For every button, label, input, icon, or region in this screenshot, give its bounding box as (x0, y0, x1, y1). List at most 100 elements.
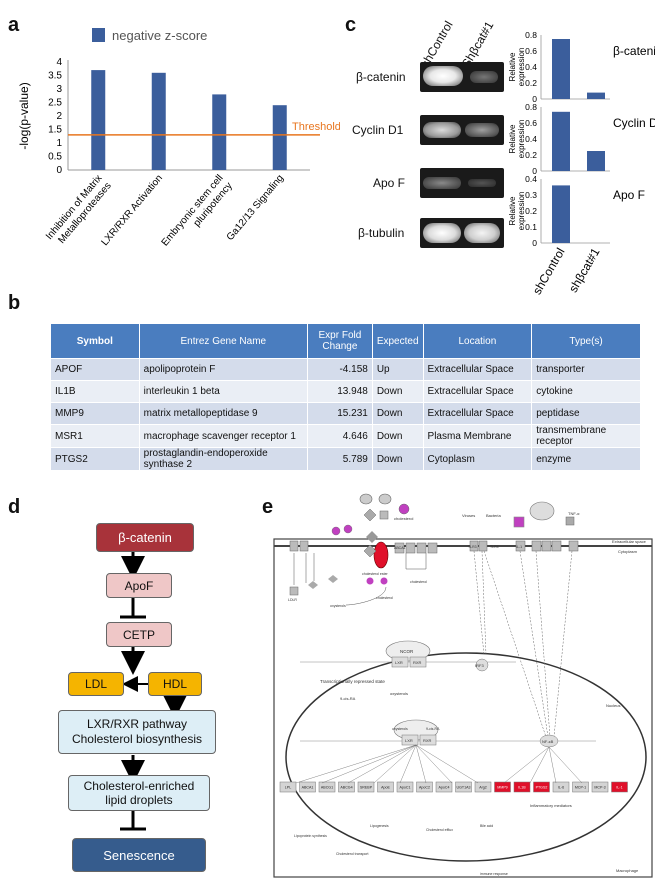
table-cell: Cytoplasm (422, 447, 533, 471)
bar (587, 151, 605, 171)
signaling-lines (473, 550, 573, 738)
target-gene-node (396, 781, 414, 793)
label-tlr4: TLR4 (490, 545, 499, 549)
y-tick-label: 0.4 (525, 134, 537, 144)
table-cell: MSR1 (50, 424, 140, 448)
label-cholesterol-low: cholesterol (410, 580, 427, 584)
target-gene-label: MMP9 (497, 786, 507, 790)
legend-swatch (92, 28, 105, 42)
panel-letter-c: c (345, 14, 357, 36)
y-tick-label: 1.5 (48, 125, 62, 136)
target-gene-label: ApoC1 (400, 786, 411, 790)
label-oxysterols-act: oxysterols (392, 727, 408, 731)
node-lxr-pathway: LXR/RXR pathway Cholesterol biosynthesis (58, 710, 216, 754)
y-axis-label: Relativeexpression (508, 120, 526, 159)
table-cell: Extracellular Space (422, 402, 533, 425)
target-gene-node (494, 781, 511, 793)
target-gene-label: MCP-3 (594, 786, 605, 790)
label-lipogenesis: Lipogenesis (370, 824, 389, 828)
bar (91, 70, 106, 170)
threshold-label: Threshold (292, 121, 340, 133)
bar (587, 92, 605, 99)
y-axis-label: -log(p-value) (17, 82, 31, 149)
panel-letter-e: e (262, 496, 274, 518)
activator-complex: LXR RXR oxysterols 9-cis-RA NF-κB (300, 719, 596, 748)
header-fold: Expr Fold Change (307, 323, 373, 359)
panel-letter-d: d (8, 496, 21, 518)
flow-connectors (120, 552, 187, 831)
table-cell: Down (371, 402, 424, 425)
blot-label-apof: Apo F (373, 176, 406, 190)
label-oxysterols-cyto: oxysterols (330, 604, 346, 608)
y-tick-label: 0.1 (525, 222, 537, 232)
y-axis-label: Relativeexpression (508, 48, 526, 87)
label-repressed: Transcriptionally repressed state (320, 679, 385, 684)
target-gene-node (435, 781, 453, 793)
label-lxr-active: LXR (405, 738, 413, 743)
bar (151, 72, 166, 170)
target-gene-label: UGT1A3 (457, 786, 471, 790)
y-tick-label: 0.6 (525, 118, 537, 128)
target-gene-node (455, 781, 472, 793)
label-rxr-active: RXR (423, 738, 432, 743)
cell-frame (273, 538, 653, 878)
node-ldl: LDL (68, 672, 124, 696)
chart-title: β-catenin (613, 44, 655, 58)
target-gene-label: ABCG4 (340, 786, 352, 790)
lxr-rxr-pathway-diagram: Extracellular space Cytoplasm Macrophage… (273, 493, 653, 878)
x-tick-label: shβcat#1 (566, 245, 603, 295)
table-cell: Down (371, 447, 424, 471)
target-gene-node (318, 781, 336, 793)
table-cell: Down (371, 380, 424, 403)
table-cell: PTGS2 (50, 447, 140, 471)
label-extracellular: Extracellular space (612, 539, 647, 544)
target-gene-node (416, 781, 433, 793)
label-9cisra-top: 9-cis-RA (340, 696, 356, 701)
target-gene-label: ABCA1 (302, 786, 314, 790)
y-tick-label: 3 (56, 84, 62, 95)
label-lxr-repressed: LXR (395, 660, 403, 665)
target-gene-label: LPL (285, 786, 291, 790)
y-tick-label: 0.4 (525, 174, 537, 184)
table-cell: Down (371, 424, 424, 448)
table-cell: enzyme (531, 447, 641, 471)
label-il1-receptor: IL-1 (516, 545, 522, 549)
target-gene-label: Arg2 (479, 786, 487, 790)
node-lipid-droplets: Cholesterol-enriched lipid droplets (68, 775, 210, 811)
target-gene-node (377, 781, 394, 793)
blot-label-bcatenin: β-catenin (356, 70, 406, 84)
label-nfkb: NF-κB (542, 739, 554, 744)
label-macrophage: Macrophage (616, 868, 639, 873)
x-tick-label: Ga12/13 Signaling (225, 173, 286, 243)
blot-image-apof (420, 168, 504, 198)
blot-label-cyclind1: Cyclin D1 (352, 123, 404, 137)
target-gene-node (572, 781, 589, 793)
target-gene-node (552, 781, 570, 793)
x-tick-label: Embryonic stem cellpluripotency (160, 173, 235, 256)
y-tick-label: 0 (56, 165, 62, 176)
y-tick-label: 0 (532, 166, 537, 176)
gene-table: Symbol Entrez Gene Name Expr Fold Change… (50, 323, 641, 471)
y-tick-label: 0.2 (525, 206, 537, 216)
target-gene-node (591, 781, 609, 793)
target-gene-label: IL-6 (558, 786, 564, 790)
node-hdl: HDL (148, 672, 202, 696)
y-tick-label: 0.8 (525, 102, 537, 112)
table-cell: 4.646 (307, 424, 373, 448)
target-gene-label: PTGS2 (536, 786, 548, 790)
target-gene-node (533, 781, 550, 793)
header-types: Type(s) (531, 323, 641, 359)
label-9cisra-act: 9-cis-RA (426, 727, 440, 731)
target-fan-lines (295, 744, 583, 784)
bar (272, 105, 287, 170)
bar (212, 94, 227, 170)
blot-label-btubulin: β-tubulin (358, 226, 405, 240)
target-gene-node (474, 781, 492, 793)
y-tick-label: 3.5 (48, 71, 62, 82)
table-cell: interleukin 1 beta (138, 380, 309, 403)
y-tick-label: 1 (56, 138, 62, 149)
target-gene-label: ABCG1 (321, 786, 333, 790)
table-cell: APOF (50, 358, 140, 381)
